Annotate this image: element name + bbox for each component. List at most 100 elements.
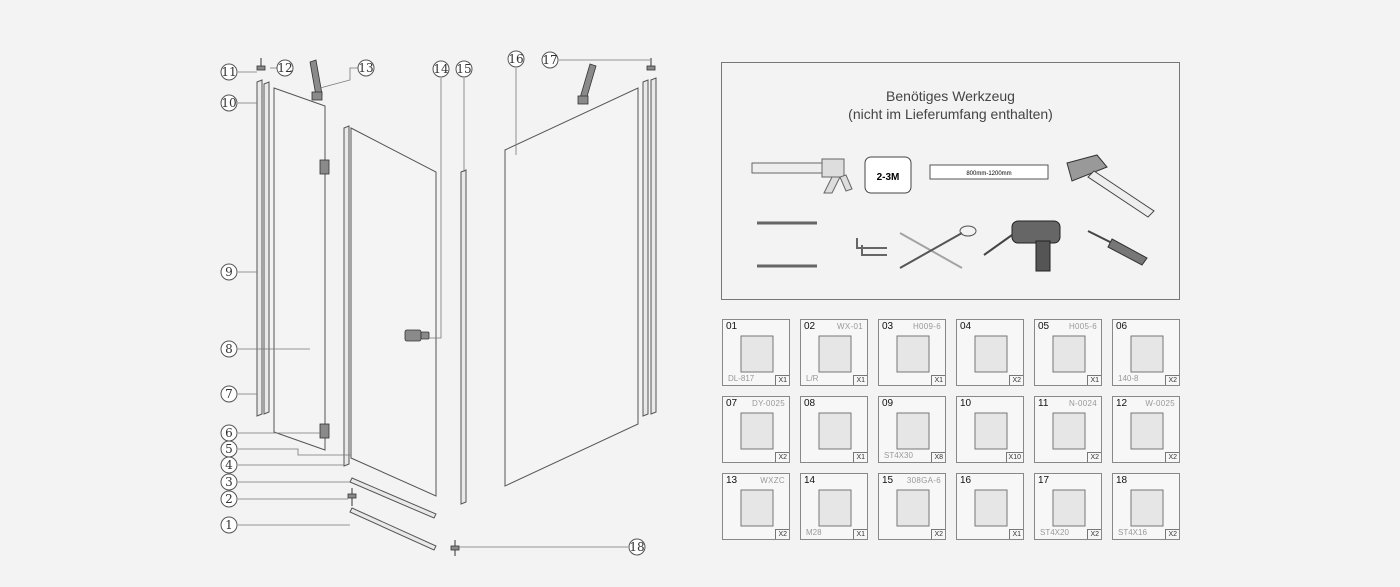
part-number: 01: [726, 321, 738, 332]
callout-2: 2: [220, 490, 238, 508]
hinge-lower: [319, 423, 330, 439]
part-illustration: [1052, 489, 1086, 527]
part-illustration: [896, 412, 930, 450]
level-label: 800mm-1200mm: [966, 171, 1011, 177]
part-illustration: [1052, 412, 1086, 450]
fixed-glass-panel: [273, 87, 326, 451]
bottom-rail: [349, 477, 437, 519]
callout-16: 16: [507, 50, 525, 68]
callout-10: 10: [220, 94, 238, 112]
door-profile: [343, 125, 350, 467]
part-number: 06: [1116, 321, 1128, 332]
svg-text:3: 3: [225, 475, 233, 489]
part-quantity: X10: [1005, 452, 1023, 462]
svg-text:10: 10: [221, 96, 236, 110]
part-quantity: X1: [853, 529, 867, 539]
part-quantity: X2: [1165, 529, 1179, 539]
power-drill-icon: [983, 220, 1061, 272]
part-spec: 140-8: [1118, 374, 1139, 383]
part-number: 04: [960, 321, 972, 332]
required-tools-box: Benötiges Werkzeug (nicht im Lieferumfan…: [721, 62, 1180, 300]
tools-title-line2: (nicht im Lieferumfang enthalten): [848, 106, 1053, 122]
part-spec: L/R: [806, 374, 819, 383]
callout-13: 13: [357, 59, 375, 77]
part-quantity: X1: [853, 375, 867, 385]
part-illustration: [896, 489, 930, 527]
part-code: N-0024: [1068, 399, 1097, 408]
part-illustration: [1052, 335, 1086, 373]
screw-11: [256, 58, 266, 71]
svg-text:1: 1: [225, 518, 233, 532]
callout-9: 9: [220, 263, 238, 281]
part-code: DY-0025: [752, 399, 785, 408]
side-glass-panel: [504, 87, 639, 487]
threshold-rail: [349, 507, 437, 551]
part-illustration: [818, 412, 852, 450]
part-code: W-0025: [1145, 399, 1175, 408]
screw-18: [450, 540, 460, 556]
svg-text:18: 18: [629, 540, 644, 554]
callout-5: 5: [220, 440, 238, 458]
door-handle: [404, 329, 430, 342]
part-illustration: [896, 335, 930, 373]
part-quantity: X1: [853, 452, 867, 462]
screw-2: [347, 488, 357, 506]
hammer-icon: [1066, 154, 1155, 218]
callout-15: 15: [455, 60, 473, 78]
part-quantity: X2: [1165, 452, 1179, 462]
stabilizer-bar-right: [577, 63, 597, 105]
door-glass-panel: [350, 127, 437, 497]
part-number: 03: [882, 321, 894, 332]
part-illustration: [740, 412, 774, 450]
part-quantity: X2: [931, 529, 945, 539]
part-quantity: X2: [1087, 452, 1101, 462]
tools-illustrations: 2-3M 800mm-1200mm: [751, 154, 1155, 272]
callout-17: 17: [541, 51, 559, 69]
svg-text:13: 13: [358, 61, 373, 75]
caulking-gun-icon: [751, 158, 853, 194]
part-code: WXZC: [760, 476, 785, 485]
part-code: WX-01: [837, 322, 863, 331]
svg-text:17: 17: [542, 53, 557, 67]
callout-6: 6: [220, 424, 238, 442]
svg-text:9: 9: [225, 265, 233, 279]
tape-label: 2-3M: [877, 172, 900, 183]
part-number: 09: [882, 398, 894, 409]
part-spec: M28: [806, 528, 822, 537]
callout-18: 18: [628, 538, 646, 556]
callout-14: 14: [432, 60, 450, 78]
part-illustration: [1130, 412, 1164, 450]
part-quantity: X8: [931, 452, 945, 462]
part-quantity: X2: [1009, 375, 1023, 385]
svg-text:12: 12: [277, 61, 292, 75]
part-quantity: X1: [931, 375, 945, 385]
svg-text:8: 8: [225, 342, 233, 356]
part-spec: ST4X16: [1118, 528, 1147, 537]
part-code: 308GA-6: [906, 476, 941, 485]
part-code: H009-6: [912, 322, 941, 331]
part-spec: DL-817: [728, 374, 755, 383]
part-number: 10: [960, 398, 972, 409]
svg-text:14: 14: [433, 62, 449, 76]
part-spec: ST4X30: [884, 451, 913, 460]
wall-profile-left: [256, 79, 270, 417]
part-number: 13: [726, 475, 738, 486]
seal-strip: [460, 169, 467, 505]
part-number: 05: [1038, 321, 1050, 332]
part-quantity: X2: [775, 529, 789, 539]
part-number: 08: [804, 398, 816, 409]
tools-title-line1: Benötiges Werkzeug: [886, 88, 1015, 104]
callout-7: 7: [220, 385, 238, 403]
exploded-assembly-diagram: 1 2 3 4 5 6 7 8 9 10 11 12 13 14 15 16 1…: [220, 50, 657, 556]
